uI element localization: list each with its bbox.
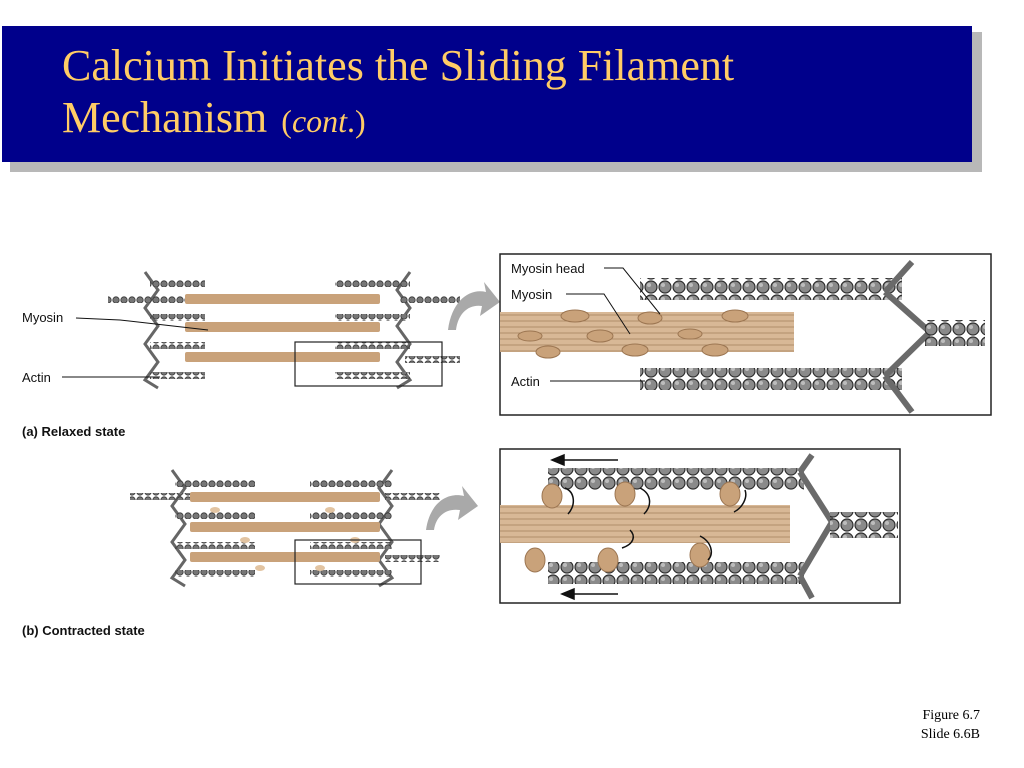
- panel-b-sarcomere: [130, 469, 440, 588]
- panel-a-sarcomere: [108, 271, 460, 390]
- z-disc-zoom-b: [797, 453, 835, 600]
- z-disc-zoom-a: [882, 259, 933, 414]
- actin-upper-zoom-b: [548, 468, 804, 490]
- title-line-2: Mechanism (cont.): [62, 92, 972, 147]
- title-line-2-text: Mechanism: [62, 93, 268, 142]
- power-stroke-arrows-b: [564, 487, 747, 561]
- panel-b-caption: (b) Contracted state: [22, 623, 145, 638]
- zoom-region-box-a: [294, 341, 443, 387]
- panel-a-caption: (a) Relaxed state: [22, 424, 125, 439]
- label-actin-a: Actin: [22, 370, 160, 385]
- title-line-1: Calcium Initiates the Sliding Filament: [62, 41, 735, 90]
- z-disc-right-a: [395, 271, 413, 390]
- title-banner: Calcium Initiates the Sliding Filament M…: [2, 26, 972, 162]
- zoom-panel-a: Myosin head Myosin Actin: [499, 253, 992, 416]
- myosin-thick-filament-zoom-b: [500, 505, 790, 543]
- svg-text:Actin: Actin: [22, 370, 51, 385]
- actin-lower-zoom-a: [640, 368, 902, 390]
- myosin-heads-zoom-a: [517, 309, 749, 359]
- actin-filaments-a: [108, 280, 460, 379]
- myosin-heads-zoom-b: [524, 481, 741, 573]
- zoom-arrow-a: [448, 282, 500, 330]
- zoom-panel-b: [499, 448, 901, 604]
- actin-filaments-b: [130, 480, 440, 577]
- actin-upper-zoom-a: [640, 278, 902, 300]
- myosin-filaments-a: [185, 294, 380, 362]
- zoom-a-myosin-label: Myosin: [511, 287, 552, 302]
- direction-arrows-b: [550, 453, 618, 601]
- z-disc-left-a: [142, 271, 160, 390]
- figure-number: Figure 6.7: [922, 708, 980, 723]
- zoom-arrow-b: [426, 486, 478, 530]
- label-myosin-a: Myosin: [22, 310, 209, 331]
- zoom-a-myosin-head-label: Myosin head: [511, 261, 585, 276]
- figure-caption: Figure 6.7 Slide 6.6B: [921, 706, 980, 744]
- myosin-filaments-b: [190, 492, 380, 562]
- z-disc-right-b: [377, 469, 395, 588]
- zoom-region-box-b: [294, 539, 422, 585]
- actin-right-zoom-b: [830, 512, 898, 538]
- svg-text:Myosin: Myosin: [22, 310, 63, 325]
- z-disc-left-b: [169, 469, 187, 588]
- actin-right-zoom-a: [925, 320, 985, 346]
- zoom-a-actin-label: Actin: [511, 374, 540, 389]
- crossbridges-b: [210, 507, 360, 571]
- slide-title: Calcium Initiates the Sliding Filament M…: [62, 40, 972, 147]
- slide-number: Slide 6.6B: [920, 727, 980, 742]
- actin-lower-zoom-b: [548, 562, 804, 584]
- title-suffix: (cont.): [281, 103, 366, 139]
